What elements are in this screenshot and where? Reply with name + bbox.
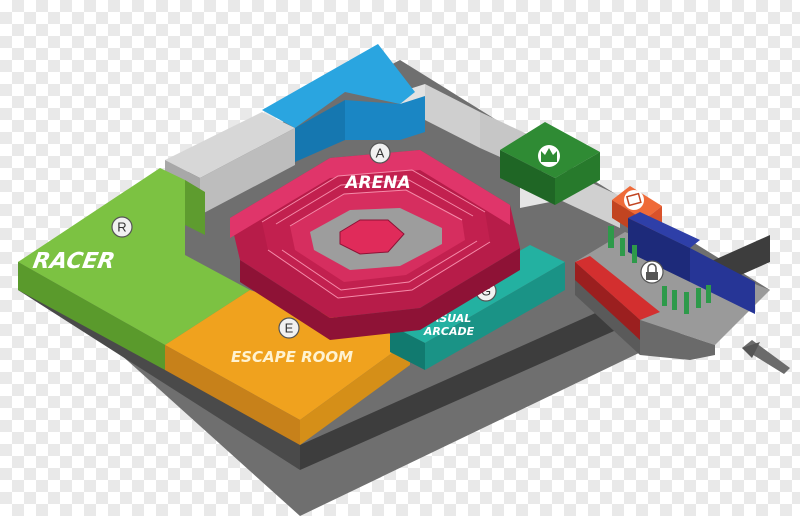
zone-casual-arcade-label-line2: ARCADE [423, 325, 475, 338]
zone-arena-marker[interactable]: A [369, 142, 391, 164]
zone-escape-room-marker[interactable]: E [278, 317, 300, 339]
zone-arena-label: ARENA [343, 173, 410, 193]
green-partitions [608, 226, 711, 314]
zone-racer-label: RACER [31, 248, 117, 274]
zone-racer-marker[interactable]: R [111, 216, 133, 238]
arena-seating-lines [261, 169, 491, 299]
lock-icon [640, 260, 664, 284]
entrance-arrow-icon[interactable] [742, 340, 790, 374]
ticket-icon [624, 190, 644, 210]
navy-wall [628, 212, 755, 314]
zone-racer[interactable]: RACER R [18, 168, 250, 370]
zone-racer-marker-letter: R [117, 220, 126, 235]
zone-escape-room-marker-letter: E [285, 321, 294, 336]
lobby-area [575, 212, 770, 360]
crown-block [500, 122, 600, 205]
crown-icon [538, 145, 560, 167]
zone-arena-marker-letter: A [376, 146, 385, 161]
blue-block [262, 44, 425, 162]
zone-escape-room-label: ESCAPE ROOM [231, 348, 353, 366]
red-wall [575, 256, 660, 340]
zone-casual-arcade-marker-letter: G [481, 284, 491, 299]
zone-arena[interactable]: ARENA A [230, 142, 520, 340]
